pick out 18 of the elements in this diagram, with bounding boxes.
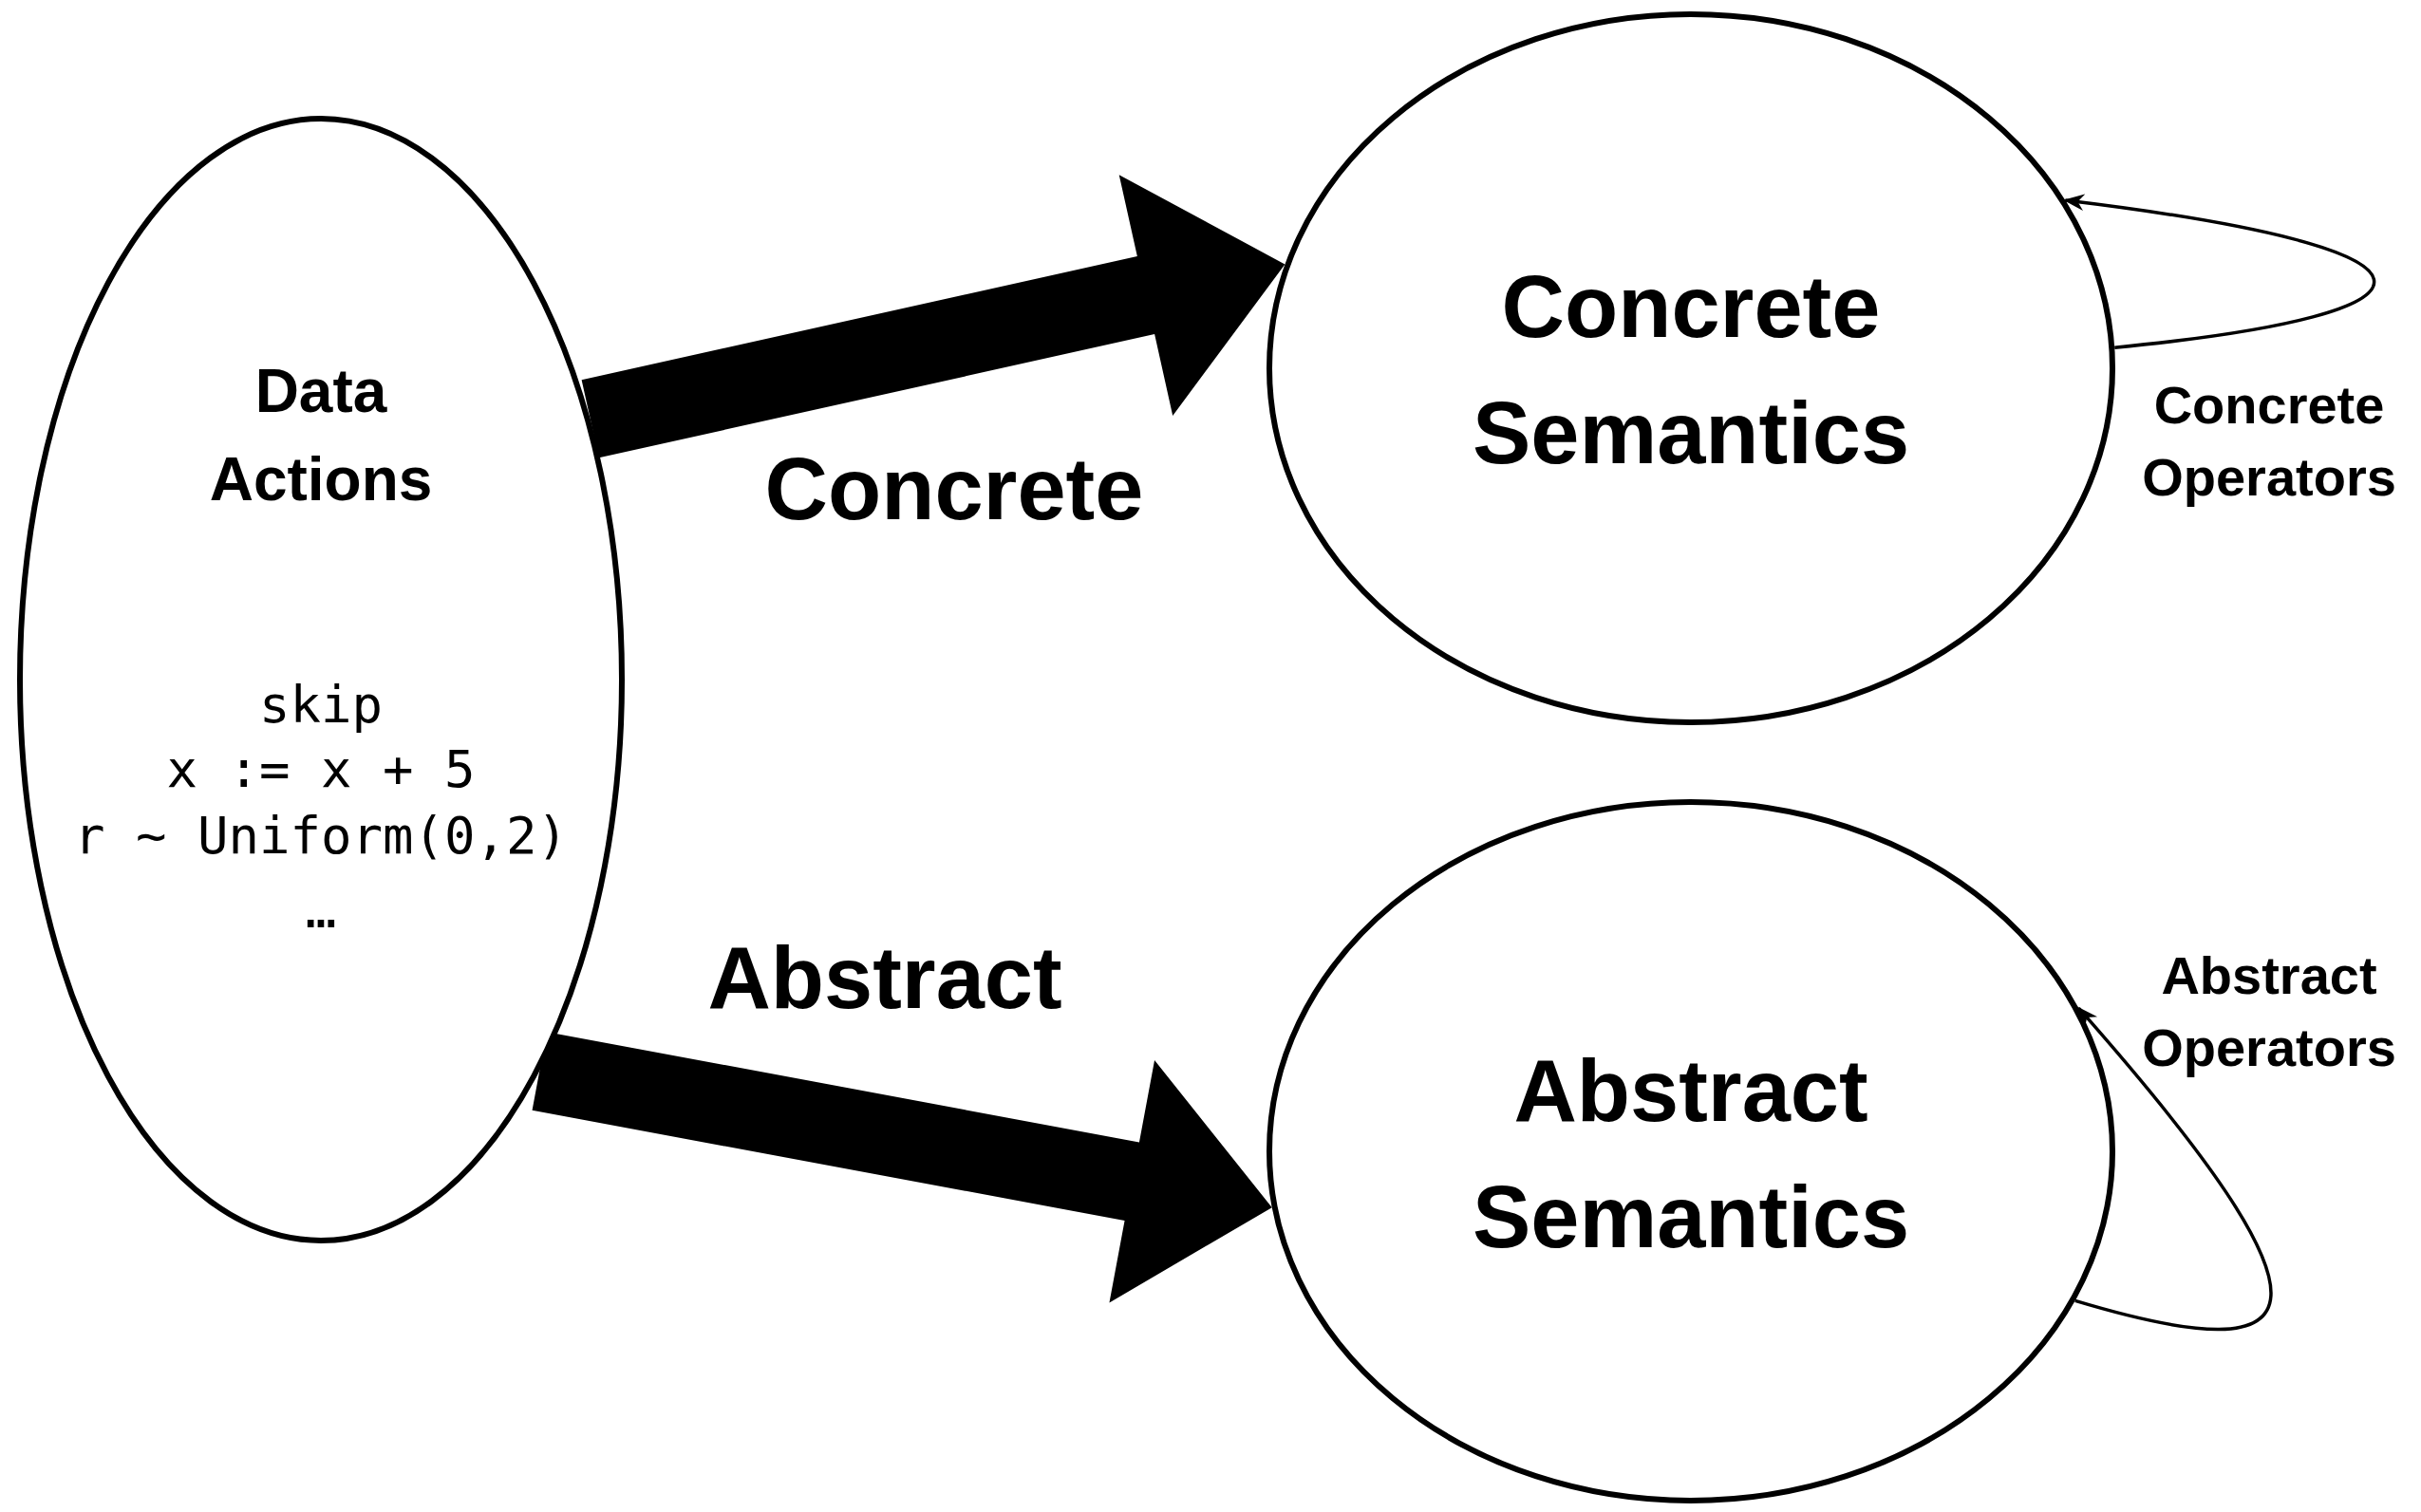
node-title: Concrete Semantics: [1471, 256, 1911, 483]
block-arrow: [581, 175, 1286, 458]
block-arrow: [532, 1032, 1272, 1303]
node-title: Abstract Semantics: [1471, 1040, 1911, 1267]
oval-node: [17, 116, 625, 1243]
edge-label: Abstract: [706, 927, 1063, 1028]
code-line: …: [305, 879, 337, 942]
code-line: x := x + 5: [166, 738, 476, 801]
oval-node: [1267, 799, 2115, 1503]
node-title: Data Actions: [208, 356, 434, 515]
edge-label: Concrete Operators: [2141, 374, 2397, 509]
edge-label: Abstract Operators: [2141, 944, 2397, 1079]
code-line: r ~ Uniform(0,2): [73, 805, 569, 868]
loop-arrow: [2074, 1006, 2273, 1331]
oval-node: [1267, 11, 2115, 725]
edge-label: Concrete: [763, 439, 1145, 539]
code-line: skip: [259, 674, 383, 737]
loop-arrow: [2063, 194, 2375, 349]
